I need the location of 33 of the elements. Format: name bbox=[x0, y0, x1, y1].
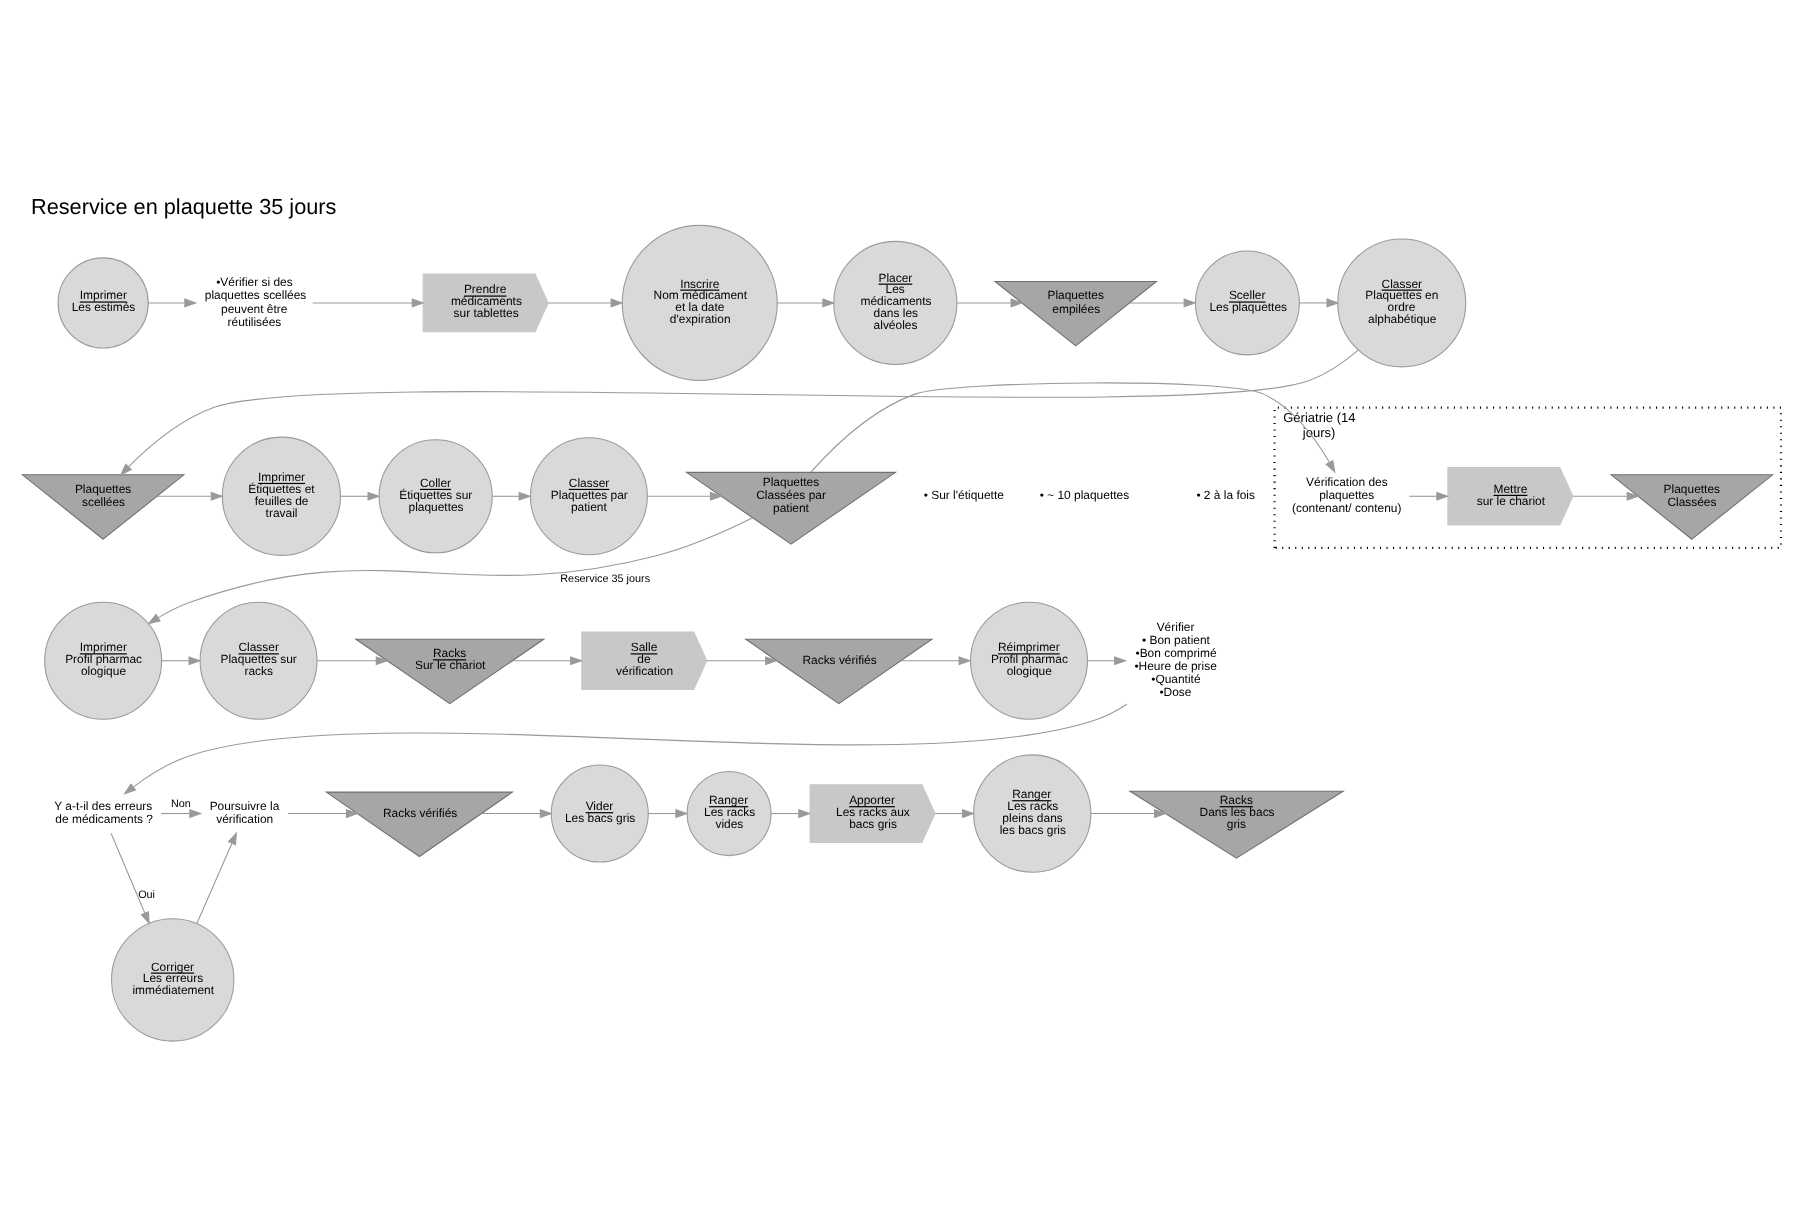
arrow bbox=[1089, 808, 1167, 818]
arrow bbox=[490, 490, 531, 500]
arrow bbox=[899, 655, 971, 665]
arrow bbox=[311, 297, 424, 307]
arrow bbox=[1571, 490, 1639, 500]
arrow bbox=[546, 297, 623, 307]
arrow bbox=[1407, 490, 1449, 500]
arrow bbox=[315, 655, 388, 665]
arrow bbox=[155, 490, 223, 500]
arrow bbox=[705, 655, 778, 665]
arrow bbox=[646, 808, 688, 818]
arrow bbox=[479, 808, 552, 818]
arrow bbox=[933, 808, 975, 818]
arrow bbox=[809, 381, 1335, 473]
arrow bbox=[1298, 297, 1339, 307]
arrow bbox=[776, 297, 835, 307]
arrow bbox=[286, 808, 358, 818]
arrow bbox=[1128, 297, 1196, 307]
arrow bbox=[769, 808, 811, 818]
arrow bbox=[160, 655, 201, 665]
diagram-title: Reservice en plaquette 35 jours bbox=[29, 195, 336, 220]
arrow bbox=[195, 830, 236, 924]
arrow bbox=[1086, 655, 1127, 665]
arrow bbox=[146, 297, 197, 307]
arrow bbox=[118, 348, 1358, 475]
arrow bbox=[146, 516, 753, 624]
arrow bbox=[339, 490, 380, 500]
arrow bbox=[955, 297, 1023, 307]
arrow bbox=[159, 808, 202, 818]
arrow bbox=[510, 655, 583, 665]
arrow bbox=[109, 831, 149, 924]
arrow bbox=[646, 490, 722, 500]
arrow bbox=[122, 702, 1127, 794]
